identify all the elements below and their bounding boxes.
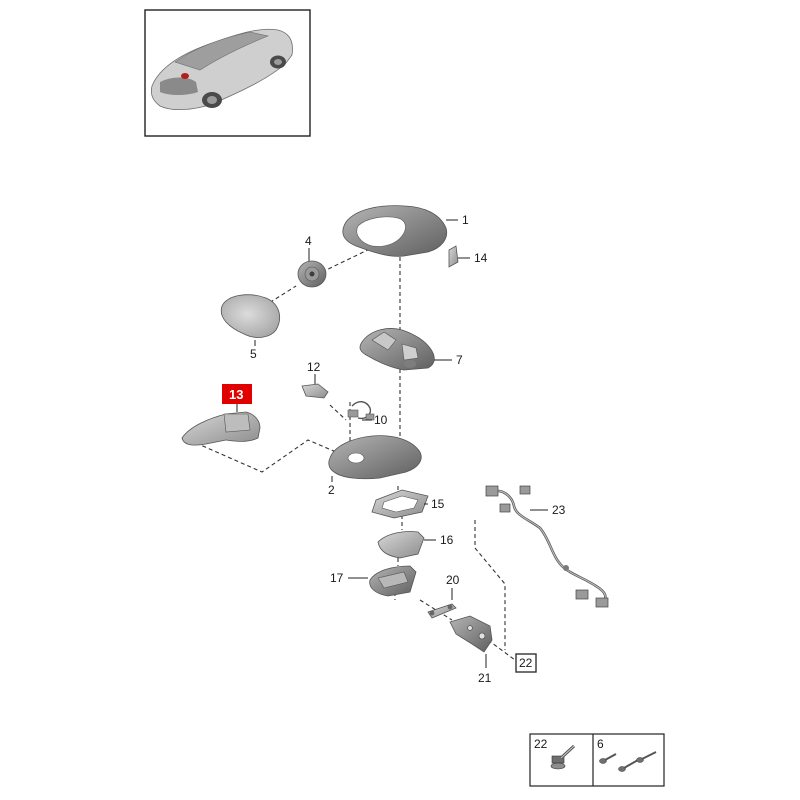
ref-box-label: 22	[519, 656, 533, 670]
callout-7[interactable]: 7	[456, 353, 463, 367]
part-16-cover	[377, 531, 425, 559]
callout-4[interactable]: 4	[305, 234, 312, 248]
callout-1[interactable]: 1	[462, 213, 469, 227]
callout-16[interactable]: 16	[440, 533, 454, 547]
car-illustration	[151, 28, 293, 110]
callout-13[interactable]: 13	[229, 387, 243, 402]
callout-20[interactable]: 20	[446, 573, 460, 587]
screw-6-icon-b	[618, 759, 639, 772]
callout-10[interactable]: 10	[374, 413, 388, 427]
legend-label-22: 22	[534, 737, 548, 751]
callout-12[interactable]: 12	[307, 360, 321, 374]
callout-2[interactable]: 2	[328, 483, 335, 497]
fastener-legend: 22 6	[529, 733, 665, 787]
part-15-seal	[371, 489, 429, 519]
callout-5[interactable]: 5	[250, 347, 257, 361]
part-23-wiring-harness	[485, 485, 609, 608]
part-21-mount-bracket	[449, 615, 493, 653]
screw-6-icon-c	[636, 751, 657, 763]
callout-15[interactable]: 15	[431, 497, 445, 511]
part-12-clip	[301, 383, 329, 399]
part-10-wire	[347, 401, 375, 421]
callout-13-highlight	[222, 384, 252, 404]
callout-14[interactable]: 14	[474, 251, 488, 265]
part-7-actuator	[359, 328, 435, 371]
part-4-motor	[297, 260, 327, 288]
part-17-lower-housing	[369, 565, 417, 597]
screw-6-icon-a	[599, 753, 617, 764]
part-5-mirror-glass	[220, 294, 281, 338]
part-2-base-cover	[328, 435, 422, 480]
callout-21[interactable]: 21	[478, 671, 492, 685]
callout-17[interactable]: 17	[330, 571, 344, 585]
part-1-mirror-housing	[342, 205, 448, 257]
part-14-clip	[448, 245, 459, 268]
part-13-bracket	[181, 411, 261, 446]
part-20-bolt-strip	[427, 603, 457, 619]
legend-label-6: 6	[597, 737, 604, 751]
reference-box-22[interactable]: 22	[515, 653, 537, 673]
vehicle-reference-box	[144, 9, 311, 137]
callout-23[interactable]: 23	[552, 503, 566, 517]
bolt-22-icon	[550, 744, 576, 770]
